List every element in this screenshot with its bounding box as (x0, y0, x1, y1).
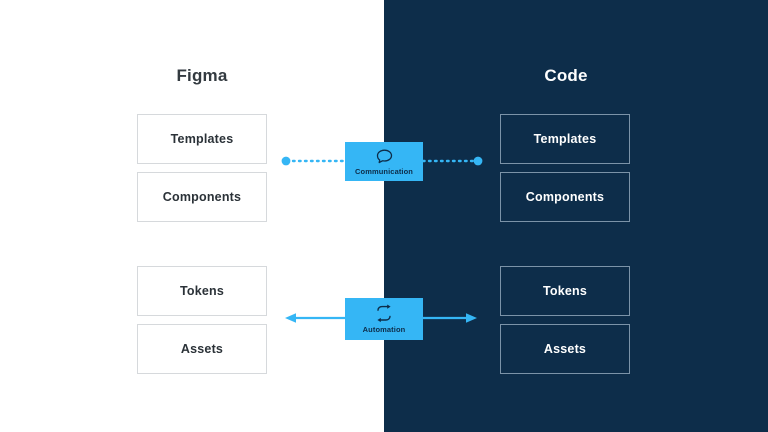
code-item-templates[interactable]: Templates (500, 114, 630, 164)
code-item-label: Templates (533, 132, 597, 146)
figma-item-assets[interactable]: Assets (137, 324, 267, 374)
figma-item-label: Tokens (179, 284, 225, 298)
automation-bridge-label: Automation (362, 325, 406, 334)
code-item-label: Assets (543, 342, 587, 356)
communication-bridge-label: Communication (355, 166, 413, 176)
code-panel-title: Code (544, 66, 588, 85)
communication-bridge-badge[interactable]: Communication (345, 142, 423, 181)
automation-bridge-badge[interactable]: Automation (345, 298, 423, 340)
code-item-label: Tokens (542, 284, 588, 298)
code-item-assets[interactable]: Assets (500, 324, 630, 374)
figma-item-label: Components (162, 190, 242, 204)
speech-bubble-icon (375, 148, 394, 165)
figma-item-components[interactable]: Components (137, 172, 267, 222)
code-item-tokens[interactable]: Tokens (500, 266, 630, 316)
sync-arrows-icon (374, 304, 394, 323)
figma-item-templates[interactable]: Templates (137, 114, 267, 164)
figma-item-label: Templates (170, 132, 234, 146)
figma-item-label: Assets (180, 342, 224, 356)
figma-item-tokens[interactable]: Tokens (137, 266, 267, 316)
figma-panel-title: Figma (176, 66, 228, 85)
code-item-components[interactable]: Components (500, 172, 630, 222)
code-item-label: Components (525, 190, 605, 204)
